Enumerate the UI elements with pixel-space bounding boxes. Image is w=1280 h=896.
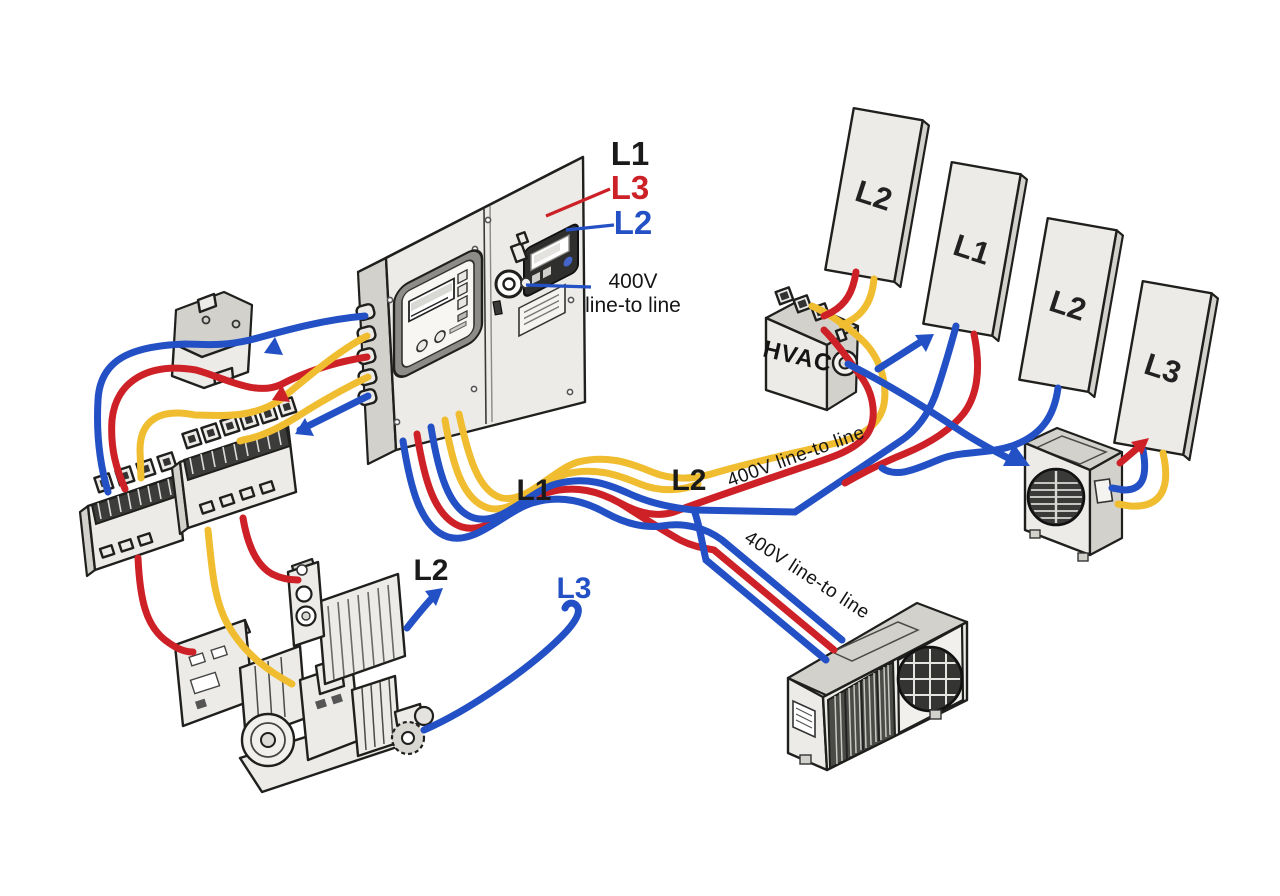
label-conductor-l2: L2 <box>671 464 706 497</box>
energy-meter <box>392 249 484 378</box>
vfd-heatsink <box>286 557 838 767</box>
wire-l2-blue-ct <box>94 312 369 496</box>
panel-display <box>523 223 579 297</box>
flow-arrow-blue-icon <box>264 337 283 355</box>
hvac-terminal <box>792 294 813 314</box>
label-motor-branch-l2: L2 <box>413 554 448 587</box>
flow-arrow-red-icon <box>1131 438 1149 455</box>
wall-panel-3: L2 <box>1018 216 1125 399</box>
hvac-flow-arrow-shaft <box>874 337 926 373</box>
wire-bundle-blue-1 <box>427 322 960 523</box>
flow-arrow-blue-icon <box>295 418 314 436</box>
label-conductor-l1: L1 <box>516 474 551 507</box>
hvac-terminal <box>774 286 795 306</box>
flow-arrows <box>264 334 1149 606</box>
panel-toggle <box>509 231 530 264</box>
wall-panel-2: L1 <box>922 160 1029 343</box>
wall-panel-1: L2 <box>824 106 931 289</box>
main-panel <box>355 155 587 466</box>
wire-blue-hvac-unit <box>844 360 1016 464</box>
label-phase-l3: L3 <box>611 169 650 206</box>
wire-blue-panel4-unit <box>1108 446 1149 494</box>
wire-yellow-panel1-hvac <box>838 275 878 329</box>
flow-arrow-blue-icon <box>1003 444 1030 466</box>
wire-red-branch-condenser <box>616 499 838 654</box>
wire-red-breaker-motor <box>134 554 197 656</box>
current-transformer <box>170 290 254 390</box>
wire-yellow-breaker-motor <box>204 526 296 688</box>
wires <box>94 268 1170 734</box>
label-phase-l2: L2 <box>614 204 653 241</box>
label-voltage-2: line-to line <box>585 294 681 317</box>
leader-l2 <box>565 223 615 232</box>
wire-bundle-yellow-2 <box>441 416 702 513</box>
wire-blue-flow <box>296 392 372 434</box>
flow-arrow-red-icon <box>272 385 290 402</box>
wire-bundle-red <box>413 326 877 532</box>
door-latch <box>492 300 503 316</box>
leader-l3 <box>545 187 611 218</box>
flow-arrow-blue-icon <box>425 588 443 606</box>
side-vent <box>792 699 816 739</box>
knob-dial <box>494 269 532 299</box>
wire-red-panel1-hvac <box>820 268 860 320</box>
wire-blue-motor-l3 <box>420 599 582 734</box>
label-phase-l1: L1 <box>611 135 650 172</box>
outdoor-unit-large <box>786 601 969 772</box>
wire-yellow-panel4-unit <box>1114 449 1170 510</box>
wire-red-unit-arrow <box>1116 442 1144 467</box>
motor-shaft-cap <box>413 705 435 727</box>
wire-l1-yellow-b <box>236 373 372 445</box>
outdoor-unit-small <box>1023 426 1124 562</box>
label-conductor-l3: L3 <box>556 572 591 605</box>
breaker-left <box>78 451 185 578</box>
wire-blue-branch-condenser <box>690 506 830 664</box>
wire-l1-yellow-a <box>136 332 371 482</box>
wire-red-panel2-down <box>841 330 982 487</box>
wire-red-breaker-vfd <box>239 514 302 584</box>
wire-blue-panel3-down <box>878 384 1062 476</box>
label-voltage-1: 400V <box>608 270 657 293</box>
wire-l3-red-ct <box>108 353 371 493</box>
wire-bundle-blue-2 <box>399 437 846 644</box>
wall-panel-4: L3 <box>1113 279 1220 462</box>
leader-400v <box>525 283 592 289</box>
rating-plate <box>518 283 566 338</box>
